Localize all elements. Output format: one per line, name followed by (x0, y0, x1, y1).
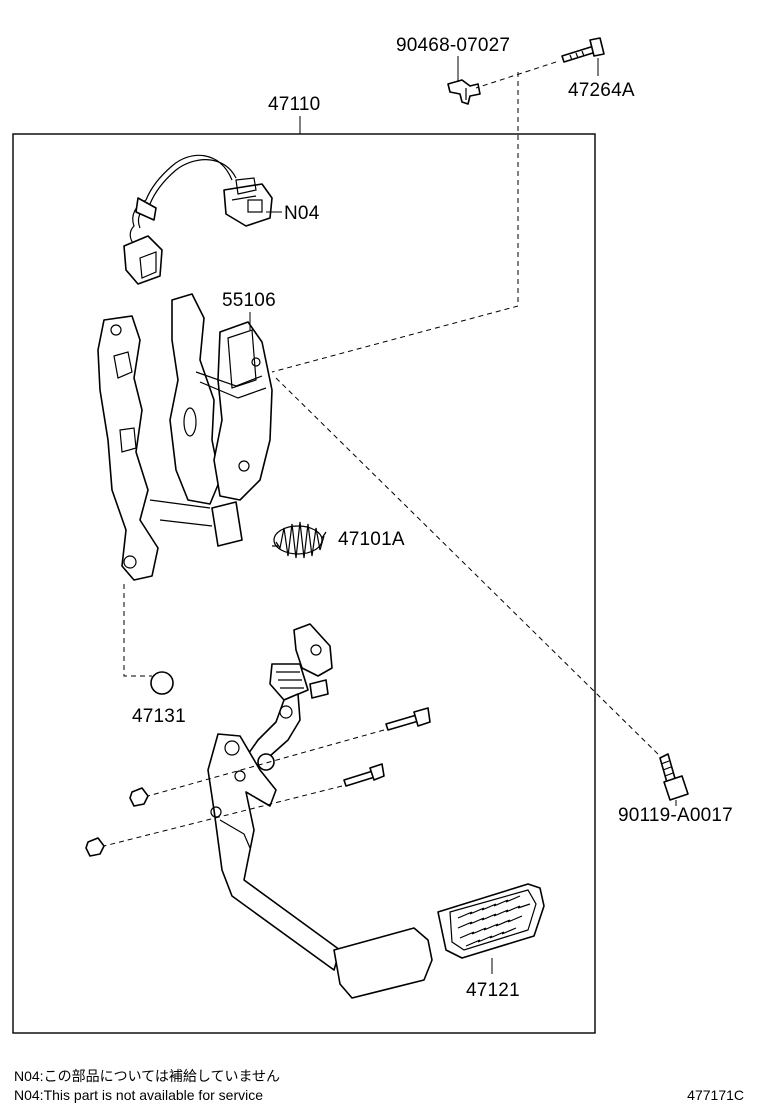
nut-pedal-2 (85, 837, 105, 857)
stop-lamp-switch (123, 154, 273, 285)
note-english: N04:This part is not available for servi… (14, 1087, 263, 1103)
label-47101A: 47101A (338, 529, 405, 550)
pedal-bracket (97, 293, 273, 581)
pedal-lever (207, 733, 341, 971)
dash-bracket-to-bolt-right (275, 377, 665, 761)
dash-bolt1-to-nut1 (147, 729, 385, 797)
dash-bolt-to-bracket (271, 72, 519, 373)
assembly-box (12, 133, 596, 1034)
label-47131: 47131 (132, 706, 186, 727)
nut-pedal-1 (129, 787, 149, 807)
label-90468-07027: 90468-07027 (396, 35, 510, 56)
label-55106: 55106 (222, 290, 276, 311)
dash-bolt2-to-nut2 (103, 785, 343, 847)
label-47110: 47110 (268, 94, 320, 115)
label-47121: 47121 (466, 980, 520, 1001)
bolt-pedal-1 (385, 707, 431, 731)
note-japanese: N04:この部品については補給していません (14, 1068, 281, 1084)
bolt-right-part (659, 753, 689, 801)
return-spring (272, 521, 327, 559)
pedal-pad-cover (437, 883, 545, 959)
label-47264A: 47264A (568, 80, 635, 101)
pedal-pad-base (333, 927, 433, 999)
clip-part (447, 79, 481, 105)
pedal-arm-upper (243, 623, 333, 771)
figure-id: 477171C (687, 1087, 744, 1103)
label-N04: N04 (284, 203, 320, 224)
bolt-pedal-2 (343, 763, 385, 787)
bolt-top-part (561, 37, 605, 63)
stopper-cushion (150, 671, 174, 695)
dash-bolt-to-clip (475, 61, 557, 89)
label-90119-A0017: 90119-A0017 (618, 805, 733, 826)
dash-bracket-to-cushion (123, 584, 152, 677)
